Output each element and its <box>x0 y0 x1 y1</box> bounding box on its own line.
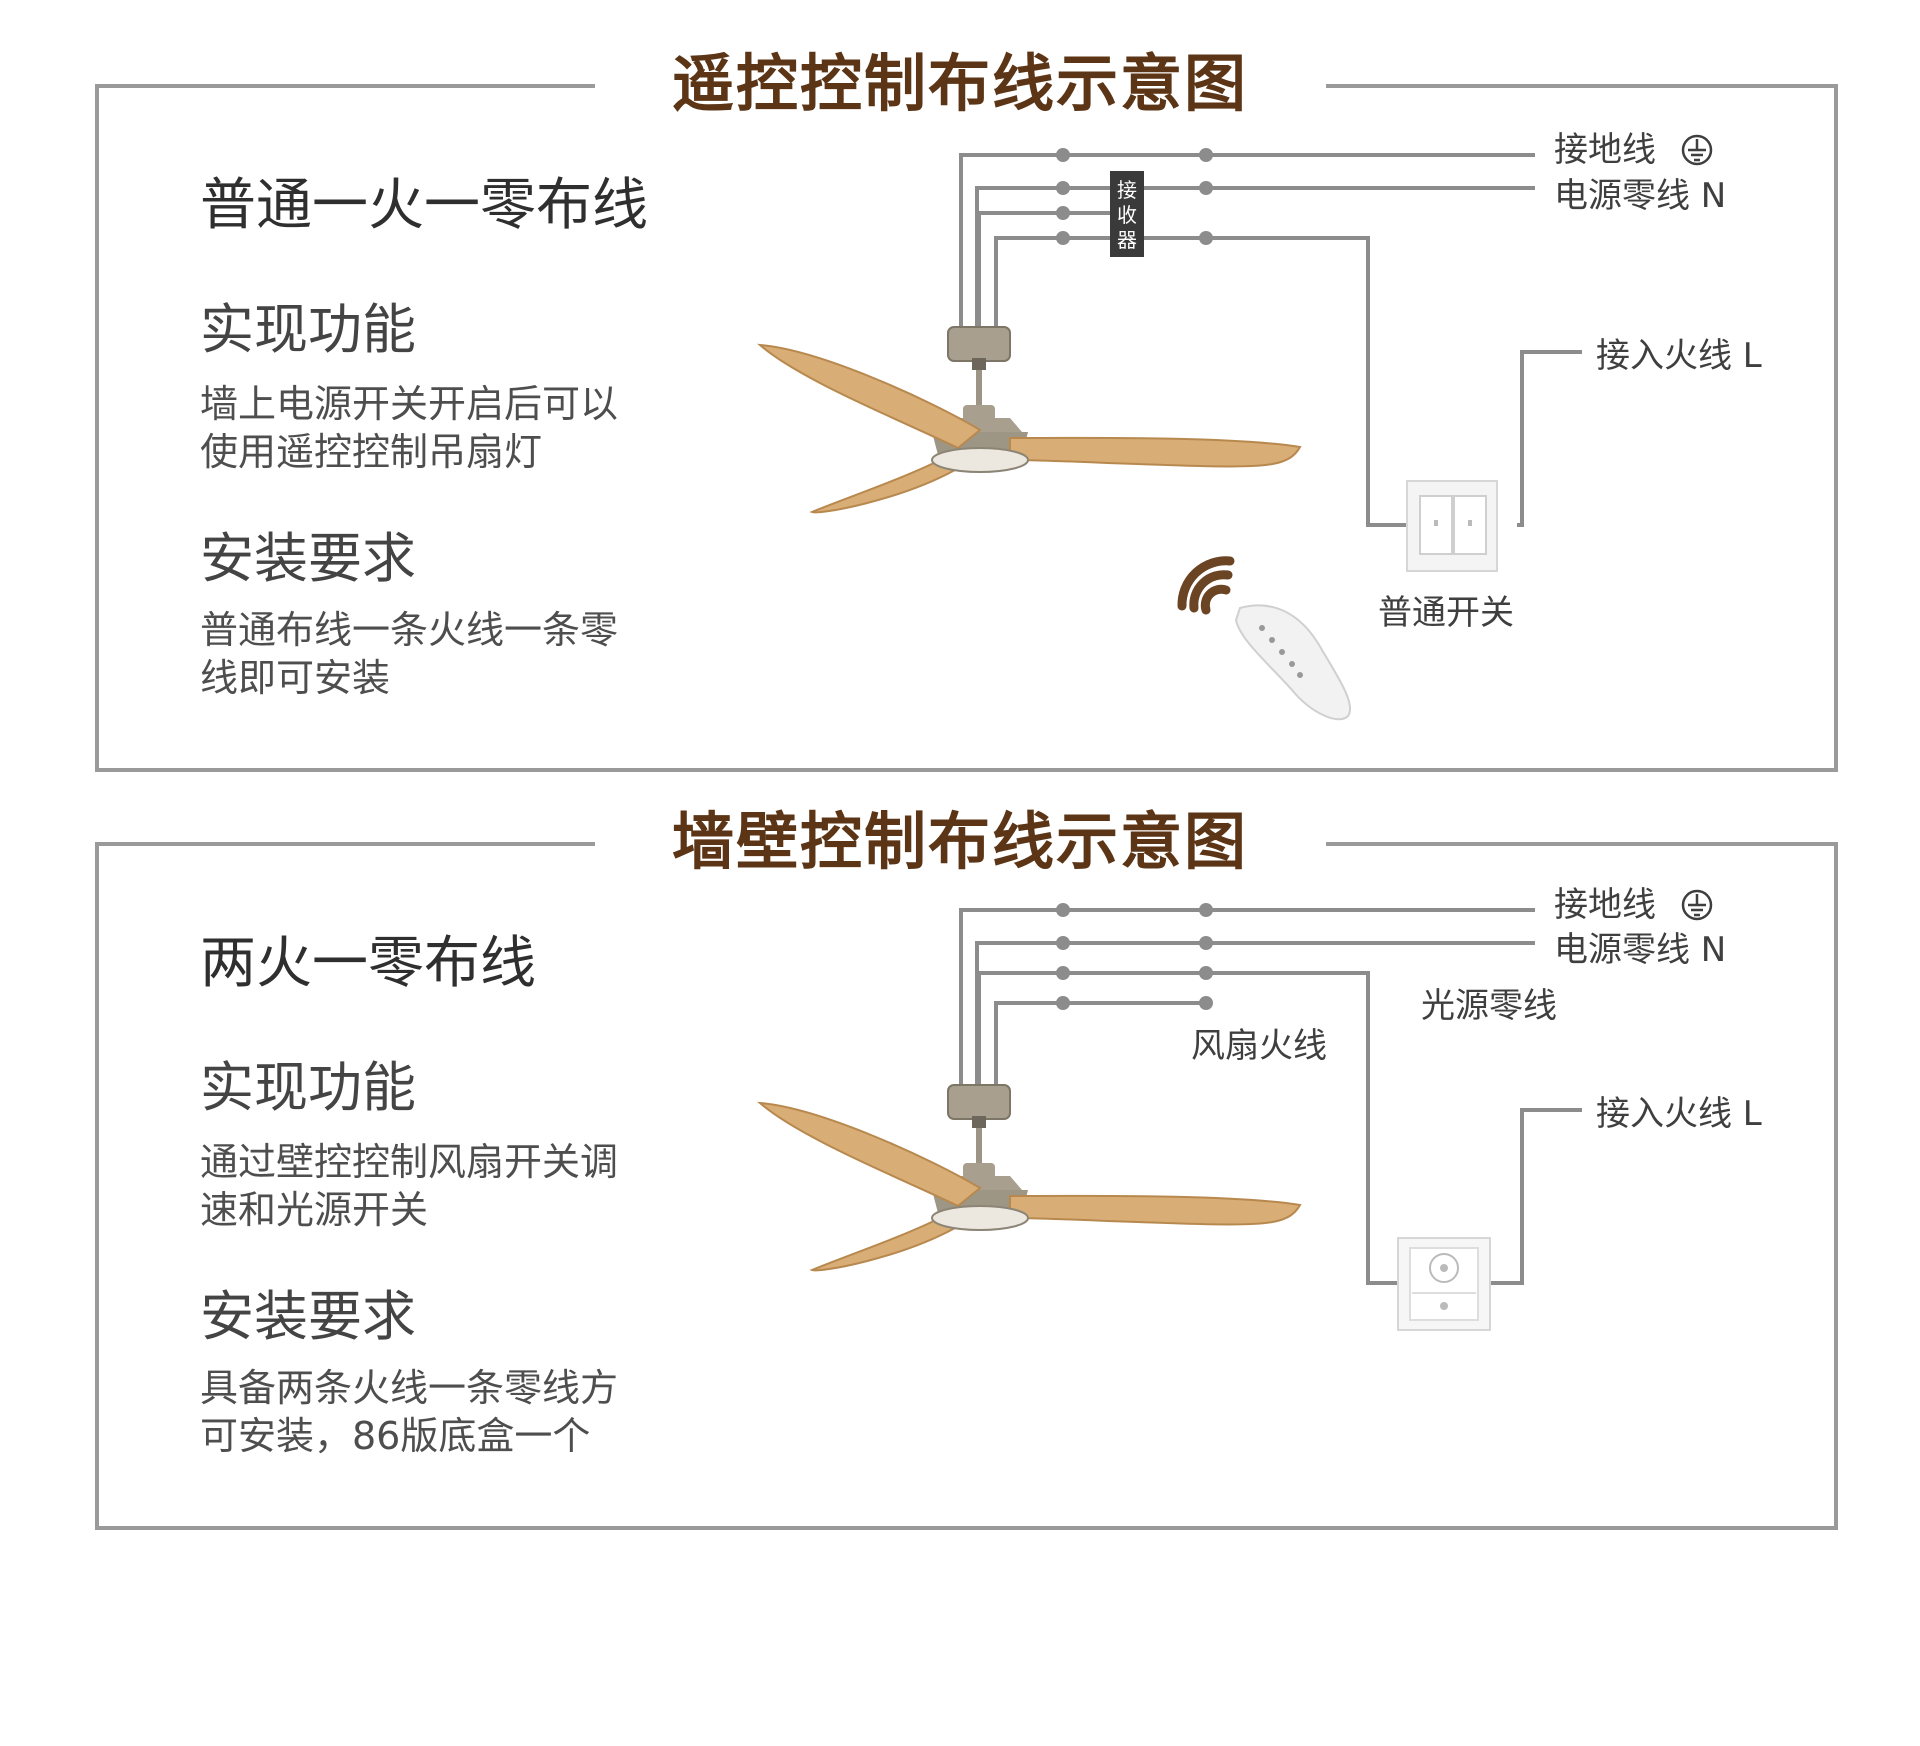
live-wire <box>1517 350 1582 527</box>
remote-control-icon <box>1234 604 1352 721</box>
diagram-heading: 遥控控制布线示意图 <box>671 47 1248 120</box>
wire-junctions <box>1056 148 1213 245</box>
ground-symbol-icon <box>1681 889 1713 921</box>
signal-waves-icon <box>1177 556 1235 615</box>
ground-wire-label: 接地线 <box>1554 885 1656 925</box>
wall-wiring-diagram <box>757 889 1713 1331</box>
switch-label: 普通开关 <box>1378 593 1514 633</box>
light-neutral-label: 光源零线 <box>1421 986 1557 1026</box>
wall-switch-icon <box>1406 480 1498 572</box>
function-text-line2: 速和光源开关 <box>200 1188 429 1232</box>
ceiling-fan-icon <box>757 326 1302 514</box>
ceiling-fan-icon <box>757 1084 1302 1272</box>
fan-live-label: 风扇火线 <box>1191 1026 1327 1066</box>
diagram-heading: 墙壁控制布线示意图 <box>671 805 1248 878</box>
wiring-type-title: 两火一零布线 <box>200 931 536 996</box>
install-text-line2: 线即可安装 <box>200 656 391 700</box>
receiver-char-3: 器 <box>1117 228 1137 252</box>
receiver-box-icon: 接 收 器 <box>1110 171 1144 257</box>
install-text-line1: 具备两条火线一条零线方 <box>200 1366 619 1410</box>
remote-wiring-diagram: 接 收 器 <box>757 134 1713 721</box>
function-text-line1: 墙上电源开关开启后可以 <box>200 382 619 426</box>
receiver-wire-b <box>994 236 1407 527</box>
receiver-char-1: 接 <box>1117 178 1137 202</box>
neutral-wire-label: 电源零线 N <box>1554 176 1727 216</box>
function-text-line2: 使用遥控控制吊扇灯 <box>200 430 543 474</box>
wire-junctions <box>1056 903 1213 1010</box>
function-title: 实现功能 <box>200 298 416 361</box>
wall-control-panel-icon <box>1397 1237 1491 1331</box>
ground-wire <box>959 153 1535 340</box>
install-text-line2: 可安装，86版底盒一个 <box>200 1414 591 1458</box>
install-title: 安装要求 <box>200 527 416 590</box>
ground-wire-label: 接地线 <box>1554 130 1656 170</box>
ground-symbol-icon <box>1681 134 1713 166</box>
install-title: 安装要求 <box>200 1285 416 1348</box>
live-wire <box>1490 1108 1582 1285</box>
light-neutral-wire <box>977 971 1398 1285</box>
ground-wire <box>959 908 1535 1098</box>
neutral-wire-label: 电源零线 N <box>1554 930 1727 970</box>
live-in-label: 接入火线 L <box>1596 1094 1762 1134</box>
function-title: 实现功能 <box>200 1056 416 1119</box>
panel-frame <box>95 84 1838 772</box>
panel-frame <box>95 842 1838 1530</box>
receiver-char-2: 收 <box>1117 203 1137 227</box>
wall-wiring-panel: 墙壁控制布线示意图 两火一零布线 实现功能 通过壁控控制风扇开关调 速和光源开关… <box>0 758 1920 1530</box>
remote-wiring-panel: 遥控控制布线示意图 普通一火一零布线 实现功能 墙上电源开关开启后可以 使用遥控… <box>0 0 1920 772</box>
wiring-type-title: 普通一火一零布线 <box>200 173 648 238</box>
install-text-line1: 普通布线一条火线一条零 <box>200 608 619 652</box>
function-text-line1: 通过壁控控制风扇开关调 <box>200 1140 619 1184</box>
live-in-label: 接入火线 L <box>1596 336 1762 376</box>
fan-live-wire <box>994 1001 1206 1113</box>
